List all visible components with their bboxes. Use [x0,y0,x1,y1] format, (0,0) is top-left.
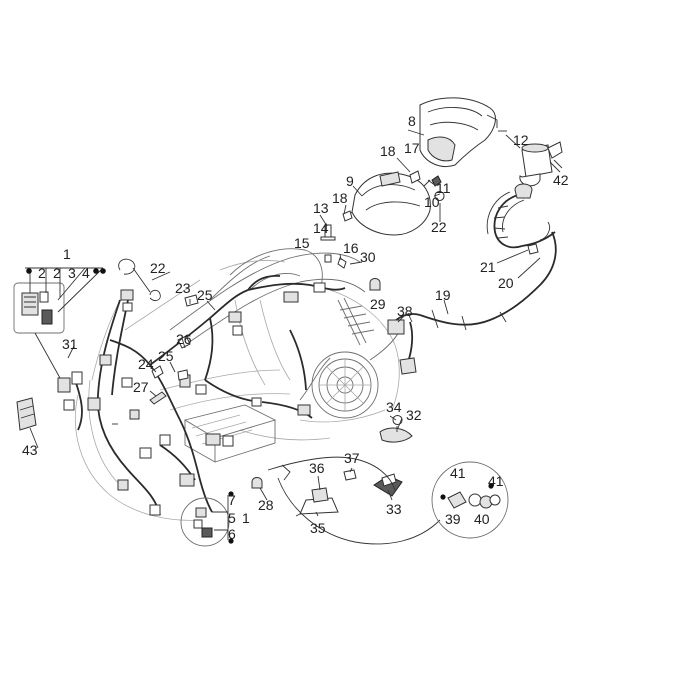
callout-2-b: 2 [53,265,61,281]
callout-19: 19 [435,287,451,303]
callout-1-top: 1 [63,246,71,262]
callout-15: 15 [294,235,310,251]
callout-1-bottom: 1 [242,510,250,526]
callout-43: 43 [22,442,38,458]
leader-lines [29,129,561,517]
callout-23: 23 [175,280,191,296]
callout-12: 12 [513,132,529,148]
callout-10: 10 [424,194,440,210]
callout-33: 33 [386,501,402,517]
part-9-lower-tank [344,171,431,236]
part-28-grommet [251,477,263,489]
callout-8: 8 [408,113,416,129]
callout-27: 27 [133,379,149,395]
small-clips-24-26-27 [149,335,191,405]
callout-25-mid: 25 [158,348,174,364]
part-32-34-bracket [379,415,413,443]
callout-20: 20 [498,275,514,291]
callout-14: 14 [313,220,329,236]
callout-29: 29 [370,296,386,312]
callout-30: 30 [360,249,376,265]
callout-24: 24 [138,356,154,372]
harness-connectors [57,282,326,516]
callout-42: 42 [553,172,569,188]
callout-36: 36 [309,460,325,476]
callout-35: 35 [310,520,326,536]
part-23-clip [184,294,199,307]
connector-detail-circle [180,491,234,547]
part-21-corrugated-hose [486,183,556,255]
callout-40: 40 [474,511,490,527]
callout-4: 4 [82,265,90,281]
part-8-upper-cover [419,97,498,167]
callout-39: 39 [445,511,461,527]
part-29-grommet [369,278,381,291]
callout-18-top: 18 [380,143,396,159]
callout-32: 32 [406,407,422,423]
callout-22-right: 22 [431,219,447,235]
callout-17: 17 [404,140,420,156]
main-wiring-harness [74,275,346,516]
callout-11: 11 [436,180,451,196]
callout-37: 37 [344,450,360,466]
callout-labels: 1 2 2 3 4 31 43 22 23 25 26 24 25 27 7 5… [22,113,569,542]
callout-13: 13 [313,200,329,216]
callout-18-mid: 18 [332,190,348,206]
part-36-35-bracket [295,487,339,517]
callout-2-a: 2 [38,265,46,281]
fastener-detail-circle [431,461,509,539]
part-33-mount [373,473,403,497]
callout-7: 7 [228,492,236,508]
engine-hub [299,329,401,419]
tank-fasteners [320,130,507,269]
callout-16: 16 [343,240,359,256]
callout-25-top: 25 [197,287,213,303]
callout-5: 5 [228,510,236,526]
callout-34: 34 [386,399,402,415]
callout-31: 31 [62,336,78,352]
fuse-box-detail [13,267,106,379]
rear-shock-absorber [337,297,375,346]
callout-6: 6 [228,526,236,542]
callout-38: 38 [397,303,413,319]
callout-41-left: 41 [450,465,466,481]
part-42-charging-socket [519,141,563,187]
callout-22-left: 22 [150,260,166,276]
callout-26: 26 [176,331,192,347]
callout-9: 9 [346,173,354,189]
callout-3: 3 [68,265,76,281]
part-38-sensor-cable [387,312,417,375]
callout-21: 21 [480,259,496,275]
lower-cable-sweep [267,456,441,545]
part-22-hose-clamp [118,258,161,301]
callout-41-right: 41 [488,473,504,489]
callout-28: 28 [258,497,274,513]
part-43-bracket [16,397,37,431]
